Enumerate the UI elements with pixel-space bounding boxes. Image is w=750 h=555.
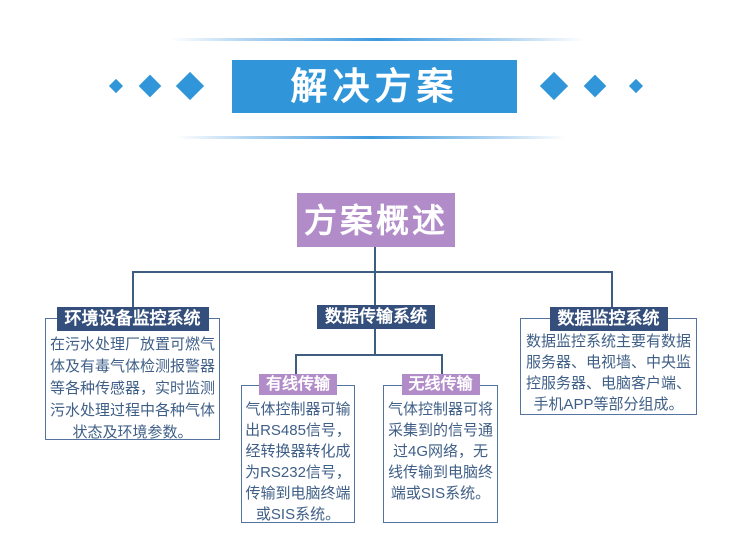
tree-connector-sub xyxy=(295,354,443,356)
diamond-icon xyxy=(539,71,569,101)
diamond-icon xyxy=(583,74,607,98)
diamond-icon xyxy=(108,78,124,94)
tree-connector-wireless-drop xyxy=(441,354,443,378)
data-monitoring-header: 数据监控系统 xyxy=(549,307,668,331)
overview-title: 方案概述 xyxy=(297,193,455,247)
wired-transmission-box: 有线传输 气体控制器可输出RS485信号，经转换器转化成为RS232信号，传输到… xyxy=(241,374,355,523)
env-monitoring-box: 环境设备监控系统 在污水处理厂放置可燃气体及有毒气体检测报警器等各种传感器，实时… xyxy=(45,307,220,441)
wireless-transmission-body: 气体控制器可将采集到的信号通过4G网络，无线传输到电脑终端或SIS系统。 xyxy=(387,401,493,502)
tree-connector-left-drop xyxy=(132,271,134,311)
diamond-icon xyxy=(175,71,205,101)
data-monitoring-body: 数据监控系统主要有数据服务器、电视墙、中央监控服务器、电脑客户端、手机APP等部… xyxy=(525,333,691,413)
tree-connector-right-drop xyxy=(611,271,613,311)
env-monitoring-body: 在污水处理厂放置可燃气体及有毒气体检测报警器等各种传感器，实时监测污水处理过程中… xyxy=(49,336,215,441)
top-gradient-line xyxy=(170,38,585,41)
wireless-transmission-header: 无线传输 xyxy=(401,374,480,395)
wired-transmission-header: 有线传输 xyxy=(258,374,338,395)
transmission-header: 数据传输系统 xyxy=(317,305,435,329)
wireless-transmission-box: 无线传输 气体控制器可将采集到的信号通过4G网络，无线传输到电脑终端或SIS系统… xyxy=(383,374,498,523)
section-title-banner: 解决方案 xyxy=(232,60,517,113)
tree-connector-wired-drop xyxy=(295,354,297,378)
diamond-icon xyxy=(628,78,644,94)
diamond-icon xyxy=(138,74,162,98)
tree-connector-main xyxy=(132,271,613,273)
env-monitoring-header: 环境设备监控系统 xyxy=(56,307,209,331)
tree-connector-root xyxy=(374,247,376,309)
data-monitoring-box: 数据监控系统 数据监控系统主要有数据服务器、电视墙、中央监控服务器、电脑客户端、… xyxy=(520,307,697,415)
wired-transmission-body: 气体控制器可输出RS485信号，经转换器转化成为RS232信号，传输到电脑终端或… xyxy=(245,401,351,523)
bottom-gradient-line xyxy=(176,136,566,139)
tree-connector-mid-drop xyxy=(374,328,376,355)
